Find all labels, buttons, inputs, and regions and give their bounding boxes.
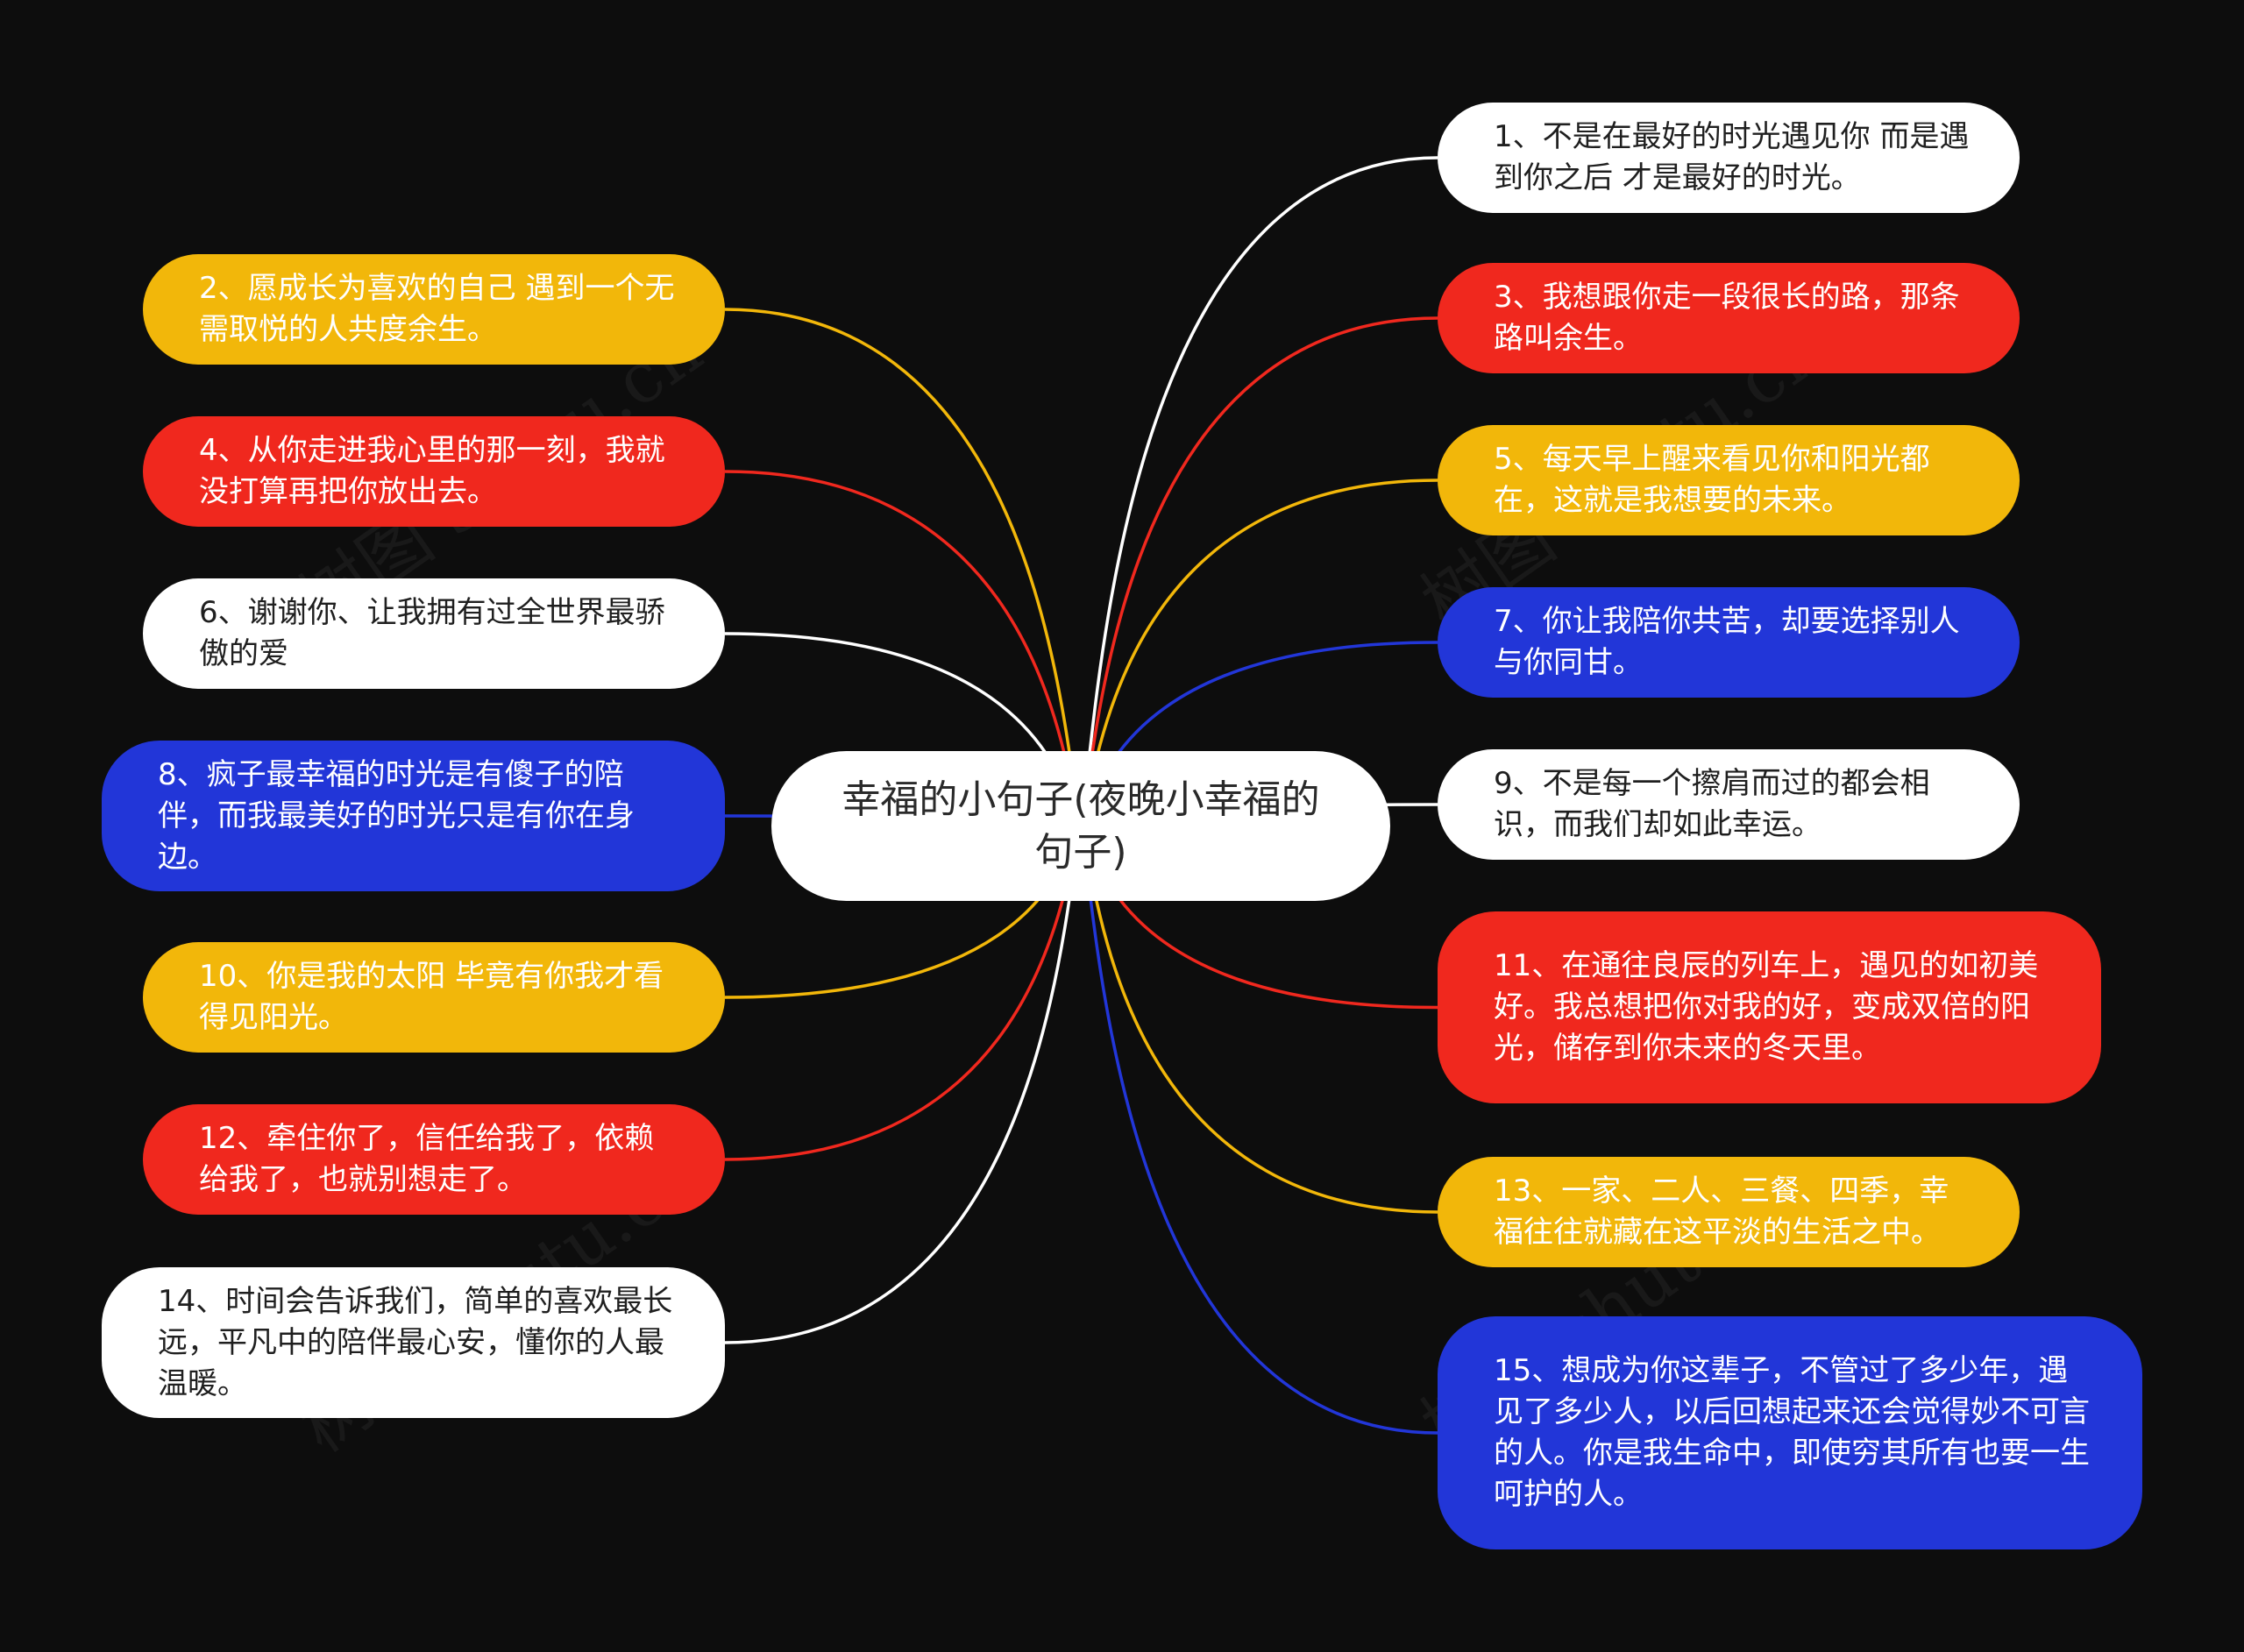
topic-text: 11、在通往良辰的列车上，遇见的如初美好。我总想把你对我的好，变成双倍的阳光，储… [1494,948,2039,1066]
topic-text: 14、时间会告诉我们，简单的喜欢最长远，平凡中的陪伴最心安，懂你的人最温暖。 [158,1283,673,1401]
topic-node-6[interactable]: 6、谢谢你、让我拥有过全世界最骄傲的爱 [143,578,725,689]
topic-node-4[interactable]: 4、从你走进我心里的那一刻，我就没打算再把你放出去。 [143,416,725,527]
topic-text: 10、你是我的太阳 毕竟有你我才看得见阳光。 [199,959,664,1035]
connector-n2 [724,308,1083,826]
topic-node-1[interactable]: 1、不是在最好的时光遇见你 而是遇到你之后 才是最好的时光。 [1438,103,2020,213]
central-topic-label: 幸福的小句子(夜晚小幸福的句子) [842,776,1320,875]
connector-n1 [1079,156,1438,826]
topic-text: 8、疯子最幸福的时光是有傻子的陪伴，而我最美好的时光只是有你在身边。 [158,756,635,875]
topic-text: 6、谢谢你、让我拥有过全世界最骄傲的爱 [199,595,665,671]
topic-node-13[interactable]: 13、一家、二人、三餐、四季，幸福往往就藏在这平淡的生活之中。 [1438,1157,2020,1267]
topic-node-9[interactable]: 9、不是每一个擦肩而过的都会相识，而我们却如此幸运。 [1438,749,2020,860]
topic-text: 15、想成为你这辈子，不管过了多少年，遇见了多少人，以后回想起来还会觉得妙不可言… [1494,1353,2090,1512]
topic-node-2[interactable]: 2、愿成长为喜欢的自己 遇到一个无需取悦的人共度余生。 [143,254,725,365]
central-topic[interactable]: 幸福的小句子(夜晚小幸福的句子) [771,751,1390,901]
topic-node-5[interactable]: 5、每天早上醒来看见你和阳光都在，这就是我想要的未来。 [1438,425,2020,535]
topic-node-7[interactable]: 7、你让我陪你共苦，却要选择别人与你同甘。 [1438,587,2020,698]
topic-text: 5、每天早上醒来看见你和阳光都在，这就是我想要的未来。 [1494,442,1930,518]
connector-n3 [1079,316,1438,826]
topic-text: 7、你让我陪你共苦，却要选择别人与你同甘。 [1494,604,1960,680]
topic-text: 2、愿成长为喜欢的自己 遇到一个无需取悦的人共度余生。 [199,271,675,347]
connector-n14 [724,825,1083,1344]
topic-text: 12、牵住你了，信任给我了，依赖给我了，也就别想走了。 [199,1121,655,1197]
topic-node-10[interactable]: 10、你是我的太阳 毕竟有你我才看得见阳光。 [143,942,725,1053]
topic-text: 4、从你走进我心里的那一刻，我就没打算再把你放出去。 [199,433,665,509]
topic-text: 13、一家、二人、三餐、四季，幸福往往就藏在这平淡的生活之中。 [1494,1173,1949,1250]
topic-text: 1、不是在最好的时光遇见你 而是遇到你之后 才是最好的时光。 [1494,119,1970,195]
topic-text: 3、我想跟你走一段很长的路，那条路叫余生。 [1494,280,1960,356]
topic-node-14[interactable]: 14、时间会告诉我们，简单的喜欢最长远，平凡中的陪伴最心安，懂你的人最温暖。 [102,1267,725,1418]
topic-node-12[interactable]: 12、牵住你了，信任给我了，依赖给我了，也就别想走了。 [143,1104,725,1215]
topic-node-8[interactable]: 8、疯子最幸福的时光是有傻子的陪伴，而我最美好的时光只是有你在身边。 [102,741,725,891]
topic-node-11[interactable]: 11、在通往良辰的列车上，遇见的如初美好。我总想把你对我的好，变成双倍的阳光，储… [1438,911,2101,1103]
topic-text: 9、不是每一个擦肩而过的都会相识，而我们却如此幸运。 [1494,766,1930,842]
topic-node-3[interactable]: 3、我想跟你走一段很长的路，那条路叫余生。 [1438,263,2020,373]
topic-node-15[interactable]: 15、想成为你这辈子，不管过了多少年，遇见了多少人，以后回想起来还会觉得妙不可言… [1438,1316,2142,1549]
